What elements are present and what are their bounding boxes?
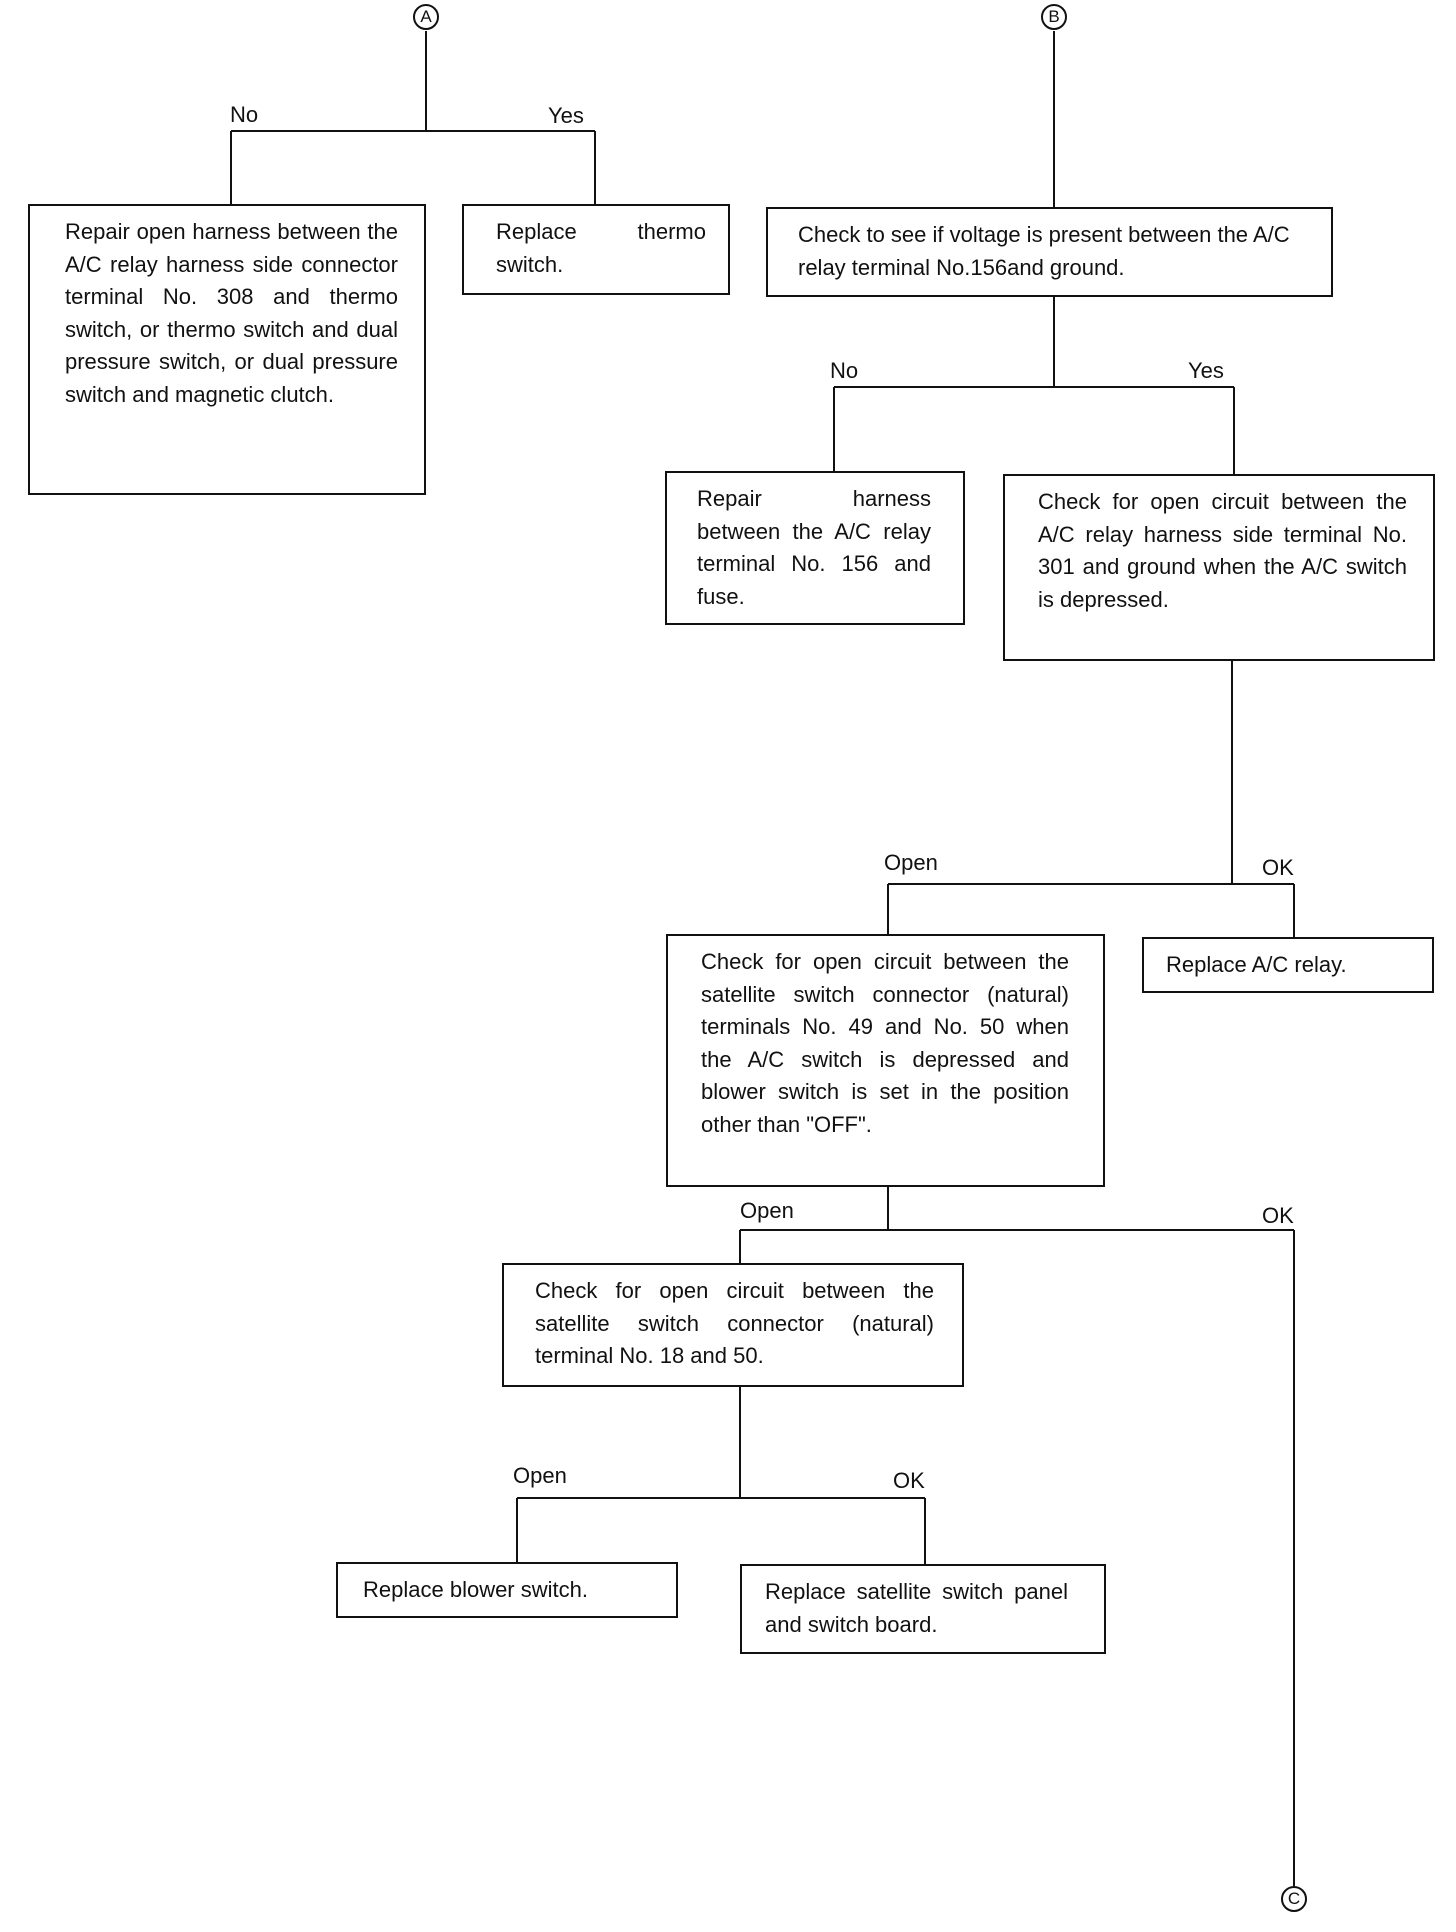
label-a-yes: Yes [548, 103, 584, 128]
check-open-301-box: Check for open circuit between the A/C r… [1003, 474, 1435, 661]
check-voltage-box: Check to see if voltage is present betwe… [766, 207, 1333, 297]
label-b-yes: Yes [1188, 358, 1224, 383]
repair-open-harness-box: Repair open harness between the A/C rela… [28, 204, 426, 495]
label-b-no: No [830, 358, 859, 383]
connector-c: C [1281, 1886, 1307, 1912]
replace-blower-switch-box: Replace blower switch. [336, 1562, 678, 1618]
label-open-1: Open [884, 850, 938, 875]
check-satellite-49-50-box: Check for open circuit between the satel… [666, 934, 1105, 1187]
replace-ac-relay-box: Replace A/C relay. [1142, 937, 1434, 993]
label-a-no: No [230, 102, 259, 127]
label-ok-2: OK [1262, 1203, 1294, 1228]
label-open-2: Open [740, 1198, 794, 1223]
label-open-3: Open [513, 1463, 567, 1488]
check-satellite-18-50-box: Check for open circuit between the satel… [502, 1263, 964, 1387]
replace-satellite-panel-box: Replace satellite switch panel and switc… [740, 1564, 1106, 1654]
repair-harness-fuse-box: Repair harness between the A/C relay ter… [665, 471, 965, 625]
connector-a: A [413, 4, 439, 30]
replace-thermo-switch-box: Replace thermo switch. [462, 204, 730, 295]
label-ok-3: OK [893, 1468, 925, 1493]
connector-b: B [1041, 4, 1067, 30]
label-ok-1: OK [1262, 855, 1294, 880]
